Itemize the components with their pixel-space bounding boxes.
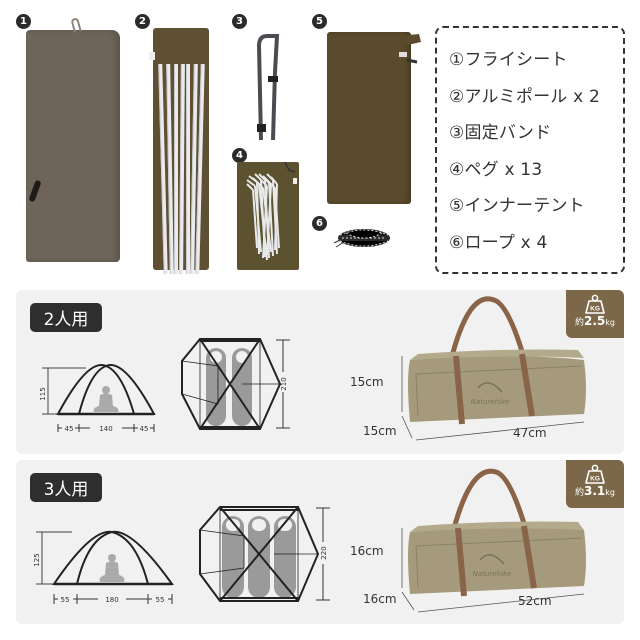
number-badge-3: 3 xyxy=(232,14,247,29)
bag-length-label: 47cm xyxy=(513,426,547,440)
tent-top-view-diagram: 210 xyxy=(181,338,290,430)
tent-side-view-diagram: 125 55 180 55 xyxy=(33,530,174,604)
svg-text:55: 55 xyxy=(156,596,165,604)
svg-text:210: 210 xyxy=(280,377,288,390)
flysheet-image xyxy=(26,17,120,262)
capacity-badge: 3人用 xyxy=(30,473,102,502)
svg-text:Naturehike: Naturehike xyxy=(471,398,510,406)
poles xyxy=(158,63,205,275)
weight-badge: KG 約2.5kg xyxy=(566,290,624,338)
parts-list-item: ⑤インナーテント xyxy=(449,196,585,216)
bag-height-label: 16cm xyxy=(350,544,384,558)
svg-text:Naturehike: Naturehike xyxy=(473,570,512,578)
svg-text:45: 45 xyxy=(140,425,149,433)
svg-text:KG: KG xyxy=(590,476,600,483)
parts-list: ①フライシート ②アルミポール x 2 ③固定バンド ④ペグ x 13 ⑤インナ… xyxy=(435,26,625,274)
model-panel-2-person: 2人用 KG 約2.5kg 115 45 140 45 xyxy=(16,290,624,454)
model-panel-3-person: 3人用 KG 約3.1kg 125 55 180 55 xyxy=(16,460,624,624)
kettlebell-weight-icon: KG xyxy=(585,294,605,314)
weight-text: 約3.1kg xyxy=(575,484,615,498)
pegs-image xyxy=(237,161,299,270)
parts-list-item: ②アルミポール x 2 xyxy=(449,86,600,107)
svg-text:140: 140 xyxy=(99,425,112,433)
number-badge-5: 5 xyxy=(312,14,327,29)
parts-list-item: ③固定バンド xyxy=(449,123,552,143)
parts-list-item: ④ペグ x 13 xyxy=(449,159,543,180)
capacity-badge: 2人用 xyxy=(30,303,102,332)
rope-image xyxy=(333,229,390,248)
parts-list-item: ①フライシート xyxy=(449,50,568,70)
svg-text:115: 115 xyxy=(39,387,47,400)
bag-length-label: 52cm xyxy=(518,594,552,608)
person-icon xyxy=(99,554,125,582)
weight-text: 約2.5kg xyxy=(575,314,615,328)
parts-list-item: ⑥ロープ x 4 xyxy=(449,232,548,253)
tent-side-view-diagram: 115 45 140 45 xyxy=(39,364,156,433)
svg-text:55: 55 xyxy=(61,596,70,604)
svg-text:125: 125 xyxy=(33,553,41,566)
tent-top-view-diagram: 220 xyxy=(199,506,330,602)
number-badge-1: 1 xyxy=(16,14,31,29)
bag-height-label: 15cm xyxy=(350,375,384,389)
bag-depth-label: 15cm xyxy=(363,424,397,438)
number-badge-6: 6 xyxy=(312,216,327,231)
person-icon xyxy=(93,386,119,412)
vent-slit xyxy=(28,179,42,203)
aluminum-poles-image xyxy=(149,28,209,275)
svg-text:KG: KG xyxy=(590,306,600,313)
loop-icon xyxy=(70,17,82,33)
number-badge-4: 4 xyxy=(232,148,247,163)
kettlebell-weight-icon: KG xyxy=(585,464,605,484)
weight-badge: KG 約3.1kg xyxy=(566,460,624,508)
carry-bag-image: Naturehike xyxy=(401,296,586,441)
number-badge-2: 2 xyxy=(135,14,150,29)
bag-tag xyxy=(149,52,155,60)
fixing-band-image xyxy=(256,34,280,141)
svg-text:180: 180 xyxy=(105,596,118,604)
svg-text:220: 220 xyxy=(320,546,328,559)
inner-tent-image xyxy=(327,32,421,204)
carry-bag-image: Naturehike xyxy=(401,468,586,613)
bag-depth-label: 16cm xyxy=(363,592,397,606)
svg-text:45: 45 xyxy=(65,425,74,433)
